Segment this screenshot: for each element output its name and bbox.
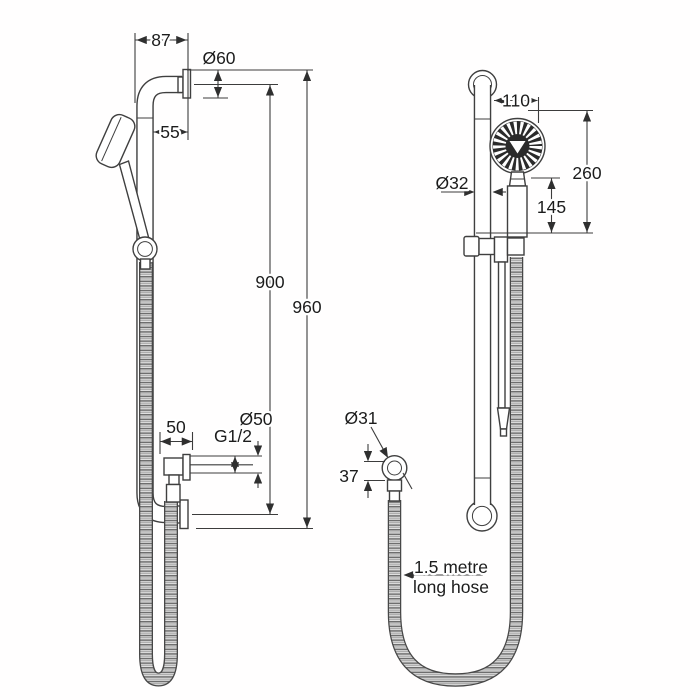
hose-note-line2: long hose [413,577,489,597]
dim-dia32-label: Ø32 [435,173,468,193]
rail-bottom-bracket-front [466,500,498,532]
dim-dia60-label: Ø60 [202,48,235,68]
side-view: 87 Ø60 55 900 960 [95,28,324,687]
slider-bracket [463,235,525,263]
handset-holder [132,236,158,262]
dim-960-label: 960 [292,297,321,317]
wall-outlet-front [381,455,408,502]
dim-900-label: 900 [255,272,284,292]
dim-55-label: 55 [160,122,179,142]
dim-dia31-label: Ø31 [344,408,377,428]
hand-shower-side [95,113,158,270]
hose-nut [168,474,180,486]
face-plate-line [101,117,122,162]
hose-note-line1: 1.5 metre [414,557,488,577]
top-wall-flange-side [177,68,192,99]
front-view-dimensions: 110 260 145 Ø32 Ø31 [337,88,604,599]
brand-logo-icon [509,141,526,154]
hose-connector-cone [496,407,511,430]
handle-end [139,258,151,270]
dim-37-label: 37 [339,466,358,486]
dim-87-label: 87 [151,30,170,50]
hose-side [139,262,178,687]
slide-rail-front [473,85,492,505]
dim-110-label: 110 [502,91,530,111]
shower-head-side [95,113,136,169]
wall-outlet-elbow-side [163,453,191,503]
dim-50-label: 50 [166,417,186,437]
front-view: 110 260 145 Ø32 Ø31 [337,69,604,687]
hose-front [387,257,524,687]
dim-145-label: 145 [537,197,566,217]
spray-nozzle-ring [492,121,542,171]
shower-head-front [489,117,546,175]
dim-g12-label: G1/2 [214,426,252,446]
dim-260-label: 260 [572,163,601,183]
side-view-dimensions: 87 Ø60 55 900 960 [134,28,324,530]
dim-dia50-label: Ø50 [239,409,272,429]
hose-nut-lower [165,483,181,503]
shower-handle-front [506,171,528,238]
handle-wand [496,261,511,437]
